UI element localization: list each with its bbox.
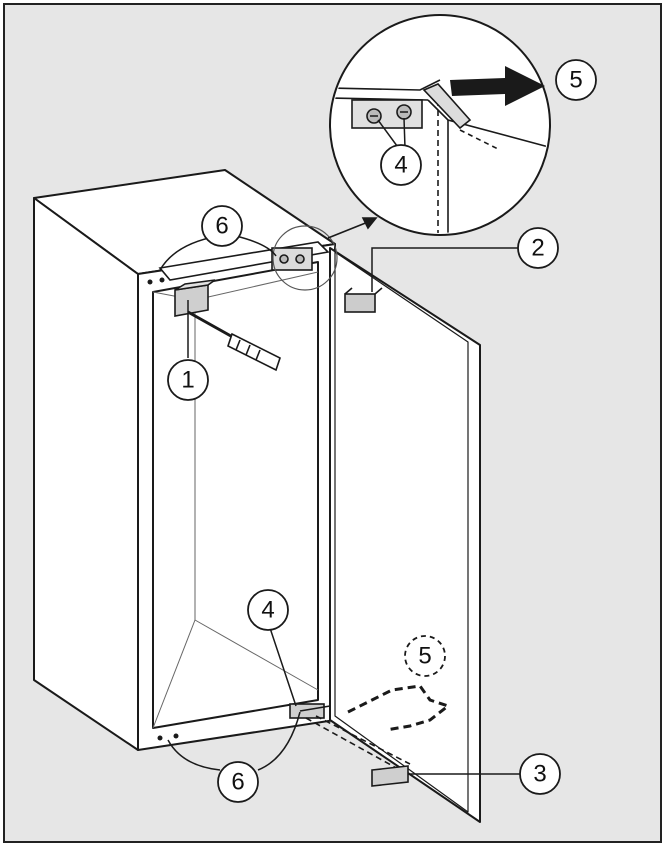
magnifier <box>329 14 551 236</box>
screw-hole <box>147 279 153 285</box>
top-hinge-rail <box>158 241 330 281</box>
callout-6-top-label: 6 <box>215 213 228 240</box>
callout-4-top: 4 <box>380 144 422 186</box>
door-hinge-bracket <box>344 287 383 313</box>
door-panel <box>329 247 481 823</box>
door-inner-edge <box>334 251 469 813</box>
callout-4-bottom-label: 4 <box>261 597 274 624</box>
callout-5-top: 5 <box>555 59 597 101</box>
callout-1: 1 <box>167 359 209 401</box>
callout-6-top: 6 <box>201 205 243 247</box>
cabinet-opening <box>152 261 319 729</box>
screwdriver <box>187 310 281 372</box>
callout-5-bottom: 5 <box>404 635 446 677</box>
cabinet-inner-lines <box>152 271 319 729</box>
dashed-movement-path <box>347 684 452 732</box>
callout-4-top-label: 4 <box>394 152 407 179</box>
callout-5-bottom-label: 5 <box>418 643 431 670</box>
screw-hole <box>157 735 163 741</box>
callout-3-label: 3 <box>533 761 546 788</box>
bottom-hinge <box>289 703 411 771</box>
callout-1-label: 1 <box>181 367 194 394</box>
cabinet-side-face <box>33 197 139 751</box>
door <box>329 247 481 823</box>
callout-3: 3 <box>519 753 561 795</box>
screw-hole <box>173 733 179 739</box>
callout-2-label: 2 <box>531 235 544 262</box>
callout-6-bottom: 6 <box>217 761 259 803</box>
callout-6-bottom-label: 6 <box>231 769 244 796</box>
push-arrow <box>450 66 545 106</box>
mounting-block <box>174 279 216 317</box>
callout-5-top-label: 5 <box>569 67 582 94</box>
zoom-leader <box>327 217 378 239</box>
callout-2: 2 <box>517 227 559 269</box>
callout-4-bottom: 4 <box>247 589 289 631</box>
bottom-bracket <box>371 765 409 787</box>
screw-hole <box>159 277 165 283</box>
zoom-source-circle <box>272 225 338 291</box>
